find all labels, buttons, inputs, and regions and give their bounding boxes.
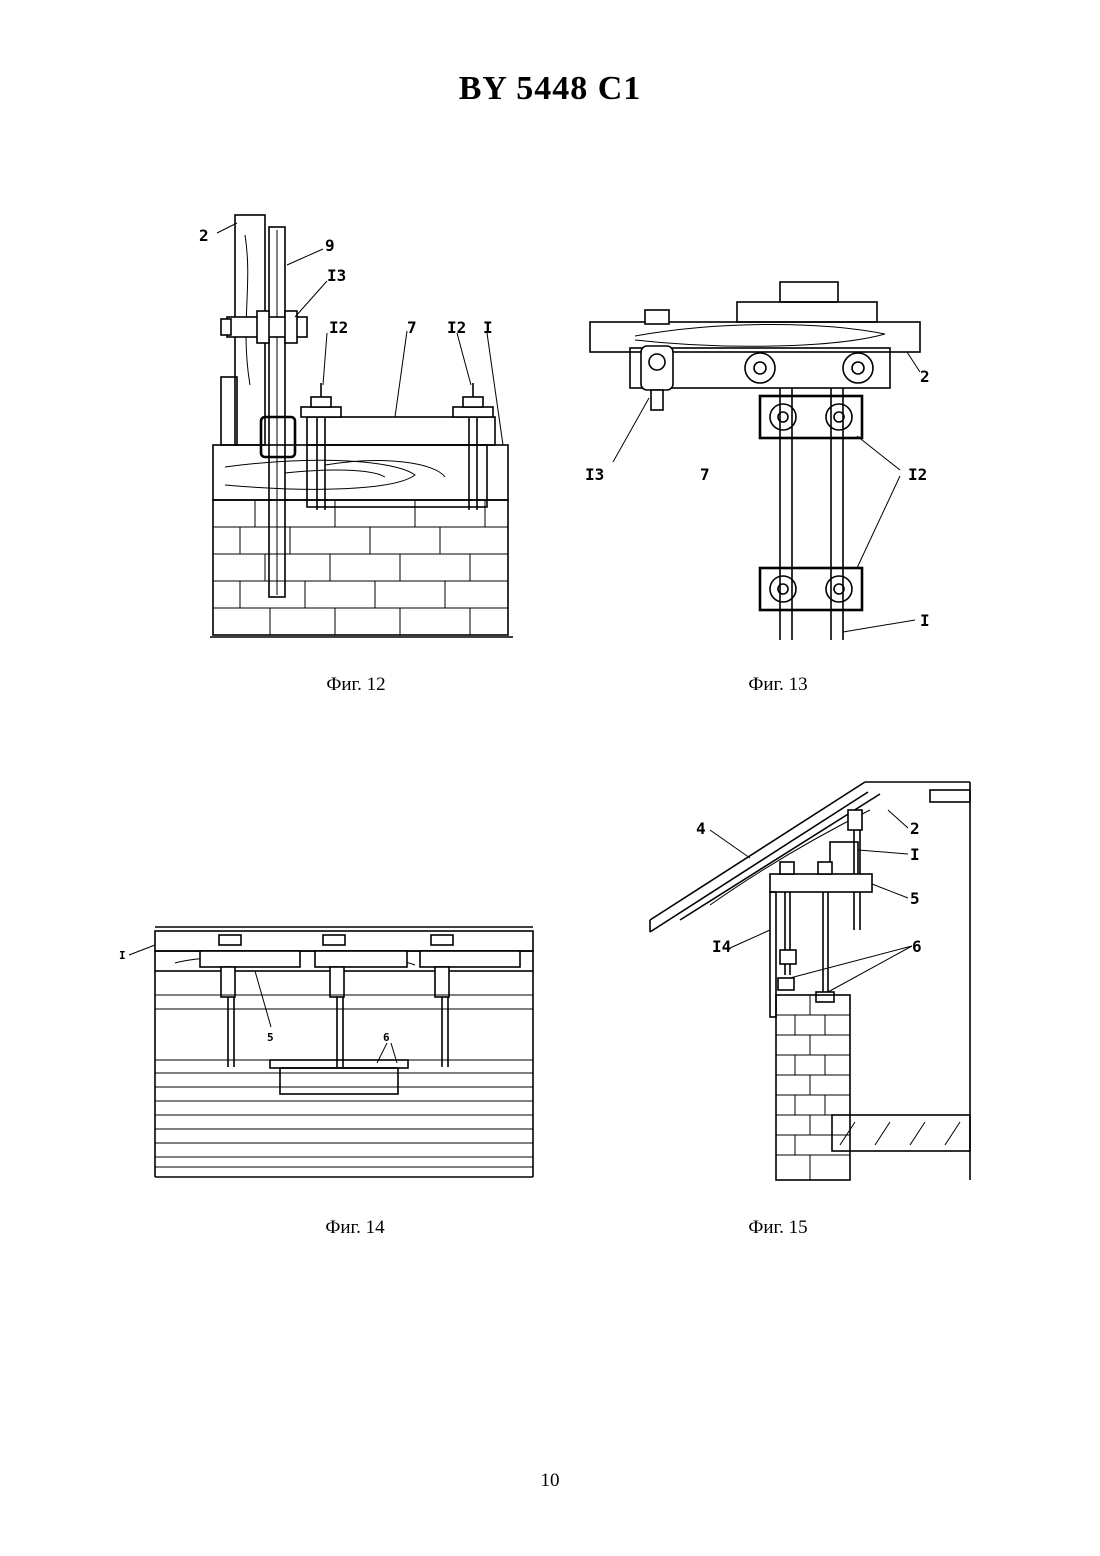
fig12-label-9: 9 — [325, 236, 335, 255]
beam-bolts — [745, 353, 873, 383]
figure-12: 2 9 I3 I2 7 I2 I — [195, 205, 525, 650]
figure-13-drawing: I3 7 2 I2 I — [575, 270, 945, 645]
threaded-rod — [269, 227, 285, 597]
support-brackets — [200, 935, 520, 997]
coupling-block — [261, 417, 295, 457]
floor-slab — [832, 1115, 970, 1151]
fig15-label-14: I4 — [712, 937, 731, 956]
fig13-label-2: 2 — [920, 367, 930, 386]
fig12-label-2: 2 — [199, 226, 209, 245]
anchor-plate-top — [760, 396, 862, 438]
rafter-beam — [590, 282, 920, 352]
fig13-label-1: I — [920, 611, 930, 630]
anchor-plate-bottom — [760, 568, 862, 610]
fig14-label-1: I — [119, 949, 126, 962]
figure-14-caption: Фиг. 14 — [275, 1217, 435, 1239]
hanger-rods — [228, 997, 448, 1067]
fig15-label-1: I — [910, 845, 920, 864]
sloped-roof — [650, 782, 970, 932]
brick-wall — [210, 500, 513, 637]
fig12-label-13: I3 — [327, 266, 346, 285]
brick-pier — [776, 995, 850, 1180]
fig14-label-6: 6 — [383, 1031, 390, 1044]
fig12-label-7: 7 — [407, 318, 417, 337]
fig15-label-2: 2 — [910, 819, 920, 838]
figure-12-drawing: 2 9 I3 I2 7 I2 I — [195, 205, 525, 650]
fig13-label-7: 7 — [700, 465, 710, 484]
timber-plate — [213, 445, 508, 500]
fig12-label-1: I — [483, 318, 493, 337]
patent-header: BY 5448 C1 — [0, 70, 1100, 108]
figure-12-caption: Фиг. 12 — [276, 674, 436, 696]
fig15-label-6: 6 — [912, 937, 922, 956]
bearing-beam — [307, 417, 495, 507]
clamp-nut — [221, 311, 307, 343]
figure-15-drawing: 4 2 I 5 I4 6 — [640, 770, 985, 1185]
figure-15-caption: Фиг. 15 — [698, 1217, 858, 1239]
wall-section — [155, 971, 533, 1177]
figure-13: I3 7 2 I2 I — [575, 270, 945, 645]
fig14-label-5: 5 — [267, 1031, 274, 1044]
fig12-label-12a: I2 — [329, 318, 348, 337]
outer-wall-line — [930, 782, 970, 1180]
fig13-label-12: I2 — [908, 465, 927, 484]
figure-14: I 5 6 — [115, 915, 540, 1185]
figure-15: 4 2 I 5 I4 6 — [640, 770, 985, 1185]
page-number: 10 — [0, 1470, 1100, 1492]
fig13-label-13: I3 — [585, 465, 604, 484]
fig15-label-4: 4 — [696, 819, 706, 838]
brick-courses — [155, 1073, 533, 1177]
fig12-label-12b: I2 — [447, 318, 466, 337]
fig15-label-5: 5 — [910, 889, 920, 908]
clamp-nut — [641, 310, 673, 410]
figure-14-drawing: I 5 6 — [115, 915, 540, 1185]
support-beam — [770, 874, 872, 892]
wall-plate — [780, 388, 843, 640]
lintel-opening — [270, 1060, 408, 1094]
figure-13-caption: Фиг. 13 — [698, 674, 858, 696]
